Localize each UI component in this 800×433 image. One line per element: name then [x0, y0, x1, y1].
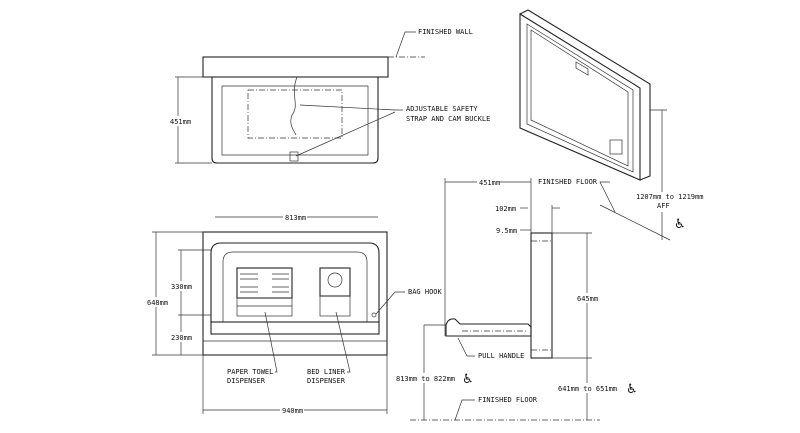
dim-bg: [556, 383, 620, 393]
bed-body-top: [211, 77, 379, 164]
paper-towel-slot: [236, 297, 293, 317]
dispenser-hatching: [237, 273, 292, 307]
wheelchair-icon: ♿: [626, 382, 638, 397]
label-persp-floor: FINISHED FLOOR: [538, 178, 598, 186]
cabinet-side: [530, 232, 553, 359]
label-bed-liner-1: BED LINER: [307, 368, 346, 376]
dim-bg: [280, 405, 304, 415]
dim-upper: 330mm: [171, 283, 192, 291]
dim-bg: [168, 116, 190, 126]
dim-bottom-height: 641mm to 651mm: [558, 385, 617, 393]
bed-inner: [221, 85, 369, 156]
badge: [575, 61, 589, 76]
floor-line: [599, 204, 671, 241]
bed-shelf-open: [445, 318, 532, 337]
leader-floor: [454, 399, 475, 421]
dim-side-height: 645mm: [577, 295, 598, 303]
dim-side-depth: 451mm: [479, 179, 500, 187]
label-strap-2: STRAP AND CAM BUCKLE: [406, 115, 490, 123]
leader-strap: [299, 104, 403, 111]
leader-paper-towel: [264, 311, 278, 373]
label-paper-towel-1: PAPER TOWEL: [227, 368, 273, 376]
wheelchair-icon: ♿: [674, 217, 686, 232]
unit-panel: [530, 29, 629, 167]
dim-bg: [146, 297, 168, 307]
label-paper-towel-2: DISPENSER: [227, 377, 266, 385]
dim-mount-height: 1207mm to 1219mm: [636, 193, 703, 201]
leader-finished-wall: [395, 31, 416, 58]
leader-pull-handle: [457, 337, 475, 357]
wheelchair-icon: ♿: [462, 372, 474, 387]
dim-bg: [170, 281, 192, 291]
dim-top-depth: 451mm: [170, 118, 191, 126]
leader-bag-hook: [375, 291, 405, 315]
baby-icon: [327, 272, 343, 288]
dim-recess: 102mm: [495, 205, 516, 213]
bed-liner-slot: [319, 295, 351, 317]
cam-buckle: [289, 151, 299, 162]
dim-bg: [283, 212, 307, 222]
leader-buckle: [295, 111, 396, 157]
outer-frame: [202, 231, 388, 356]
paper-towel-dispenser: [236, 267, 293, 299]
unit-side: [519, 9, 651, 181]
label-bag-hook: BAG HOOK: [408, 288, 443, 296]
unit-front: [519, 13, 641, 181]
dim-bg: [576, 293, 598, 303]
leader-bed-liner: [335, 311, 351, 373]
leader-floor: [599, 181, 616, 213]
dim-outer-width: 940mm: [282, 407, 303, 415]
dim-bg: [477, 177, 499, 187]
perspective-view: FINISHED FLOOR 1207mm to 1219mm AFF ♿: [519, 9, 706, 241]
dim-inner-width: 813mm: [285, 214, 306, 222]
bed-outline: [210, 242, 380, 322]
dim-bg: [394, 373, 458, 383]
top-view: FINISHED WALL ADJUSTABLE SAFETY STRAP AN…: [168, 28, 490, 164]
label-finished-floor: FINISHED FLOOR: [478, 396, 538, 404]
dim-lower: 230mm: [171, 334, 192, 342]
bed-liner-dispenser: [319, 267, 351, 297]
label-bed-liner-2: DISPENSER: [307, 377, 346, 385]
bag-hook: [371, 312, 377, 318]
label-strap-1: ADJUSTABLE SAFETY: [406, 105, 478, 113]
icon-panel: [609, 139, 623, 155]
unit-inner: [526, 23, 634, 173]
label-pull-handle: PULL HANDLE: [478, 352, 524, 360]
bed-inner-outline: [222, 251, 368, 322]
side-view: 451mm 102mm 9.5mm 645mm 641mm to 651mm ♿…: [394, 177, 638, 421]
dim-bg: [170, 332, 192, 342]
wall-plate: [202, 56, 389, 78]
dim-bed-height: 813mm to 822mm: [396, 375, 455, 383]
bed-base: [210, 321, 380, 335]
dim-offset: 9.5mm: [496, 227, 517, 235]
label-aff: AFF: [657, 202, 670, 210]
front-view: 813mm 940mm 648mm 330mm 230mm BAG HOOK P…: [146, 212, 443, 415]
dim-bg: [634, 192, 706, 212]
dim-height: 648mm: [147, 299, 168, 307]
label-finished-wall: FINISHED WALL: [418, 28, 473, 36]
safety-strap: [290, 76, 298, 136]
